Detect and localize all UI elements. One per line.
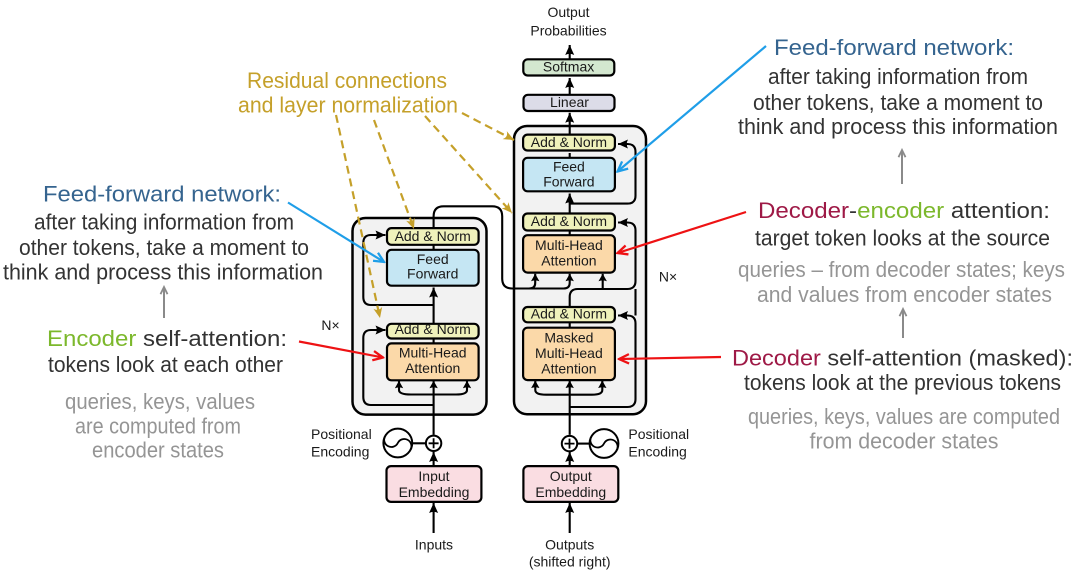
- svg-text:Input: Input: [418, 468, 449, 484]
- svg-text:queries, keys, values: queries, keys, values: [65, 389, 255, 414]
- svg-text:Residual connections: Residual connections: [247, 68, 447, 93]
- svg-text:Output: Output: [550, 468, 592, 484]
- svg-text:from decoder states: from decoder states: [810, 429, 999, 454]
- svg-text:Attention: Attention: [405, 360, 460, 376]
- svg-text:after taking information from: after taking information from: [34, 210, 294, 235]
- svg-text:Feed-forward network:: Feed-forward network:: [774, 35, 1014, 60]
- svg-text:Feed-forward network:: Feed-forward network:: [43, 182, 281, 207]
- svg-text:other tokens, take a moment to: other tokens, take a moment to: [753, 90, 1043, 115]
- svg-text:Probabilities: Probabilities: [530, 22, 606, 38]
- svg-text:Feed: Feed: [553, 159, 585, 175]
- svg-text:Softmax: Softmax: [543, 58, 594, 74]
- svg-text:N×: N×: [321, 317, 339, 333]
- svg-text:Encoding: Encoding: [628, 443, 686, 459]
- svg-text:Encoding: Encoding: [311, 443, 369, 459]
- svg-text:(shifted right): (shifted right): [529, 553, 611, 569]
- svg-text:Add & Norm: Add & Norm: [395, 321, 471, 337]
- svg-text:think and process this informa: think and process this information: [738, 114, 1058, 139]
- svg-text:and layer normalization: and layer normalization: [238, 93, 458, 118]
- svg-text:queries – from decoder states;: queries – from decoder states; keys: [738, 257, 1065, 282]
- svg-text:Feed: Feed: [417, 251, 449, 267]
- svg-text:Multi-Head: Multi-Head: [535, 345, 603, 361]
- svg-text:Masked: Masked: [544, 330, 593, 346]
- svg-text:Encoder self-attention:: Encoder self-attention:: [47, 326, 287, 351]
- svg-text:target token looks at the sour: target token looks at the source: [755, 226, 1050, 251]
- svg-text:Attention: Attention: [541, 252, 596, 268]
- svg-text:Embedding: Embedding: [535, 484, 606, 500]
- svg-text:Linear: Linear: [550, 94, 589, 110]
- svg-text:other tokens, take a moment to: other tokens, take a moment to: [19, 235, 309, 260]
- svg-text:Embedding: Embedding: [399, 484, 470, 500]
- svg-text:Add & Norm: Add & Norm: [531, 134, 607, 150]
- svg-text:Add & Norm: Add & Norm: [531, 306, 607, 322]
- svg-text:queries, keys, values are comp: queries, keys, values are computed: [748, 404, 1060, 429]
- svg-text:tokens look at each other: tokens look at each other: [48, 352, 283, 377]
- svg-text:Attention: Attention: [541, 361, 596, 377]
- svg-text:encoder states: encoder states: [92, 438, 224, 463]
- svg-text:Decoder-encoder attention:: Decoder-encoder attention:: [758, 198, 1050, 223]
- svg-text:Decoder self-attention (masked: Decoder self-attention (masked):: [732, 346, 1073, 371]
- svg-text:N×: N×: [659, 269, 677, 285]
- svg-text:Inputs: Inputs: [415, 536, 453, 552]
- svg-text:Add & Norm: Add & Norm: [531, 213, 607, 229]
- svg-text:Positional: Positional: [311, 426, 372, 442]
- svg-text:Output: Output: [547, 4, 589, 20]
- svg-text:Multi-Head: Multi-Head: [399, 345, 467, 361]
- svg-text:Forward: Forward: [407, 265, 458, 281]
- svg-text:Multi-Head: Multi-Head: [535, 237, 603, 253]
- svg-text:think and process this informa: think and process this information: [3, 260, 323, 285]
- svg-text:Add & Norm: Add & Norm: [395, 228, 471, 244]
- svg-text:are computed from: are computed from: [75, 414, 241, 439]
- svg-text:Outputs: Outputs: [545, 536, 594, 552]
- svg-text:after taking information from: after taking information from: [768, 64, 1028, 89]
- svg-text:Positional: Positional: [628, 426, 689, 442]
- svg-text:and values from encoder states: and values from encoder states: [757, 282, 1052, 307]
- svg-text:Forward: Forward: [543, 173, 594, 189]
- svg-text:tokens look at the previous to: tokens look at the previous tokens: [744, 370, 1061, 395]
